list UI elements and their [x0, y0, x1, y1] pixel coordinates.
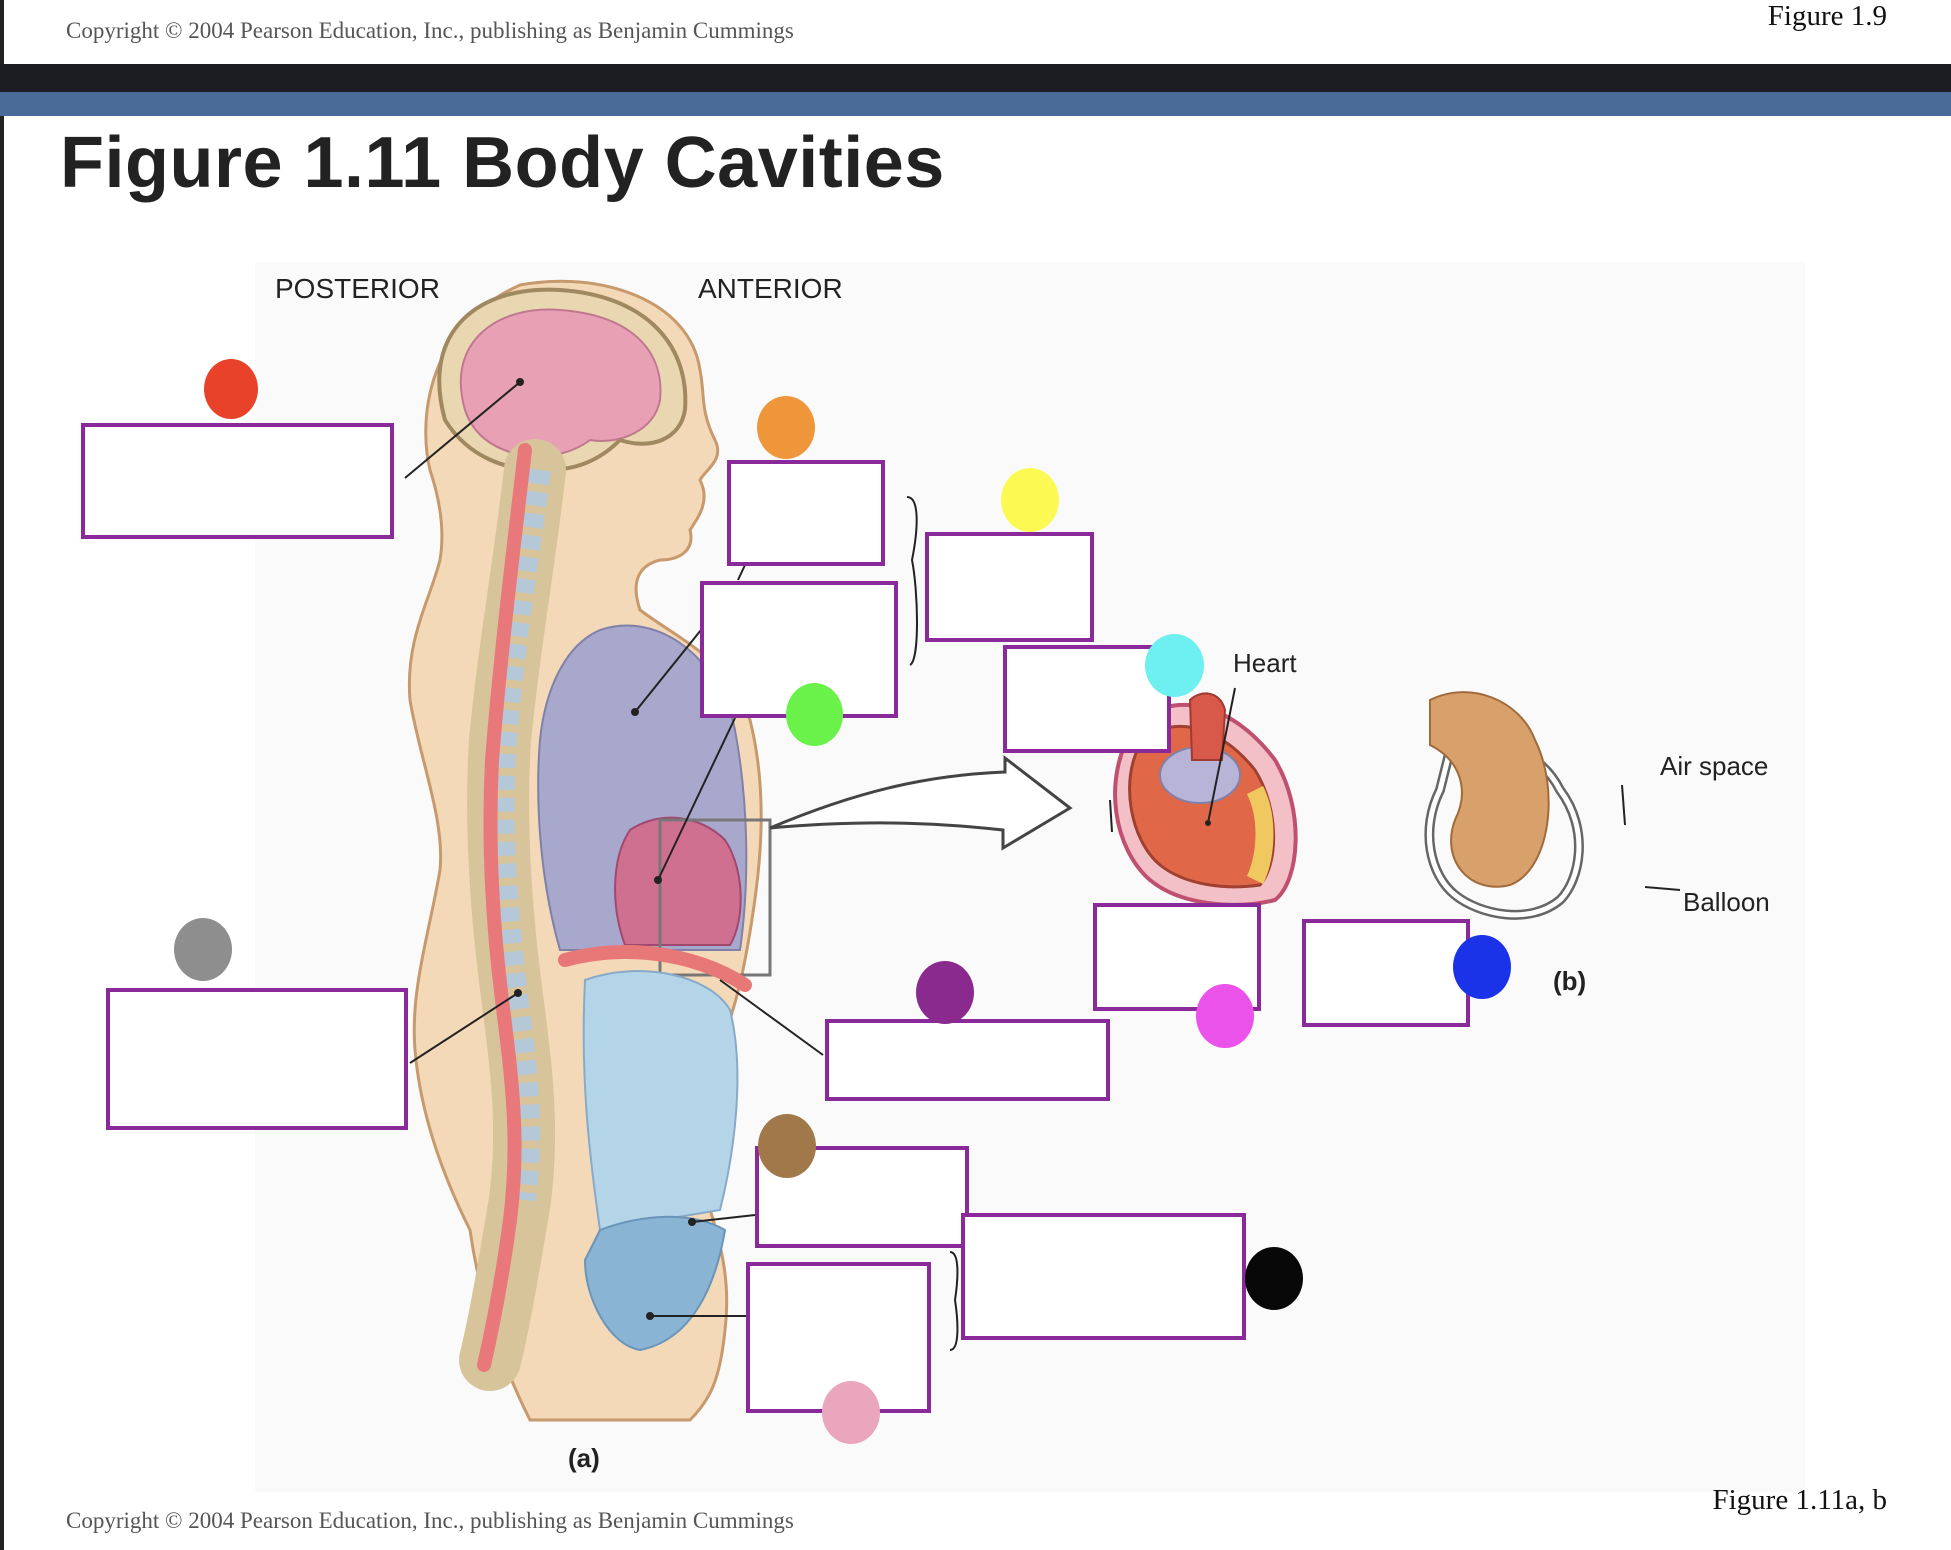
cranial-cavity [459, 308, 662, 458]
copyright-top: Copyright © 2004 Pearson Education, Inc.… [66, 18, 794, 43]
slide-left-border [0, 0, 4, 1550]
pointer-lines [404, 378, 959, 1351]
label-box-upper-face[interactable] [727, 460, 885, 566]
marker-dot-green[interactable] [786, 683, 843, 746]
label-box-thoracic-group[interactable] [925, 532, 1094, 642]
label-box-abdominopelvic[interactable] [961, 1213, 1246, 1340]
marker-dot-purple[interactable] [916, 961, 974, 1024]
marker-dot-magenta[interactable] [1196, 984, 1254, 1048]
anterior-label: ANTERIOR [698, 273, 843, 304]
header-bar-blue [0, 92, 1951, 116]
marker-dot-blue[interactable] [1453, 935, 1511, 999]
figure-ref-bottom: Figure 1.11a, b [1712, 1484, 1887, 1516]
marker-dot-cyan[interactable] [1145, 634, 1204, 697]
marker-dot-red[interactable] [204, 359, 258, 419]
panel-a-label: (a) [568, 1443, 600, 1473]
copyright-bottom: Copyright © 2004 Pearson Education, Inc.… [66, 1508, 794, 1533]
diaphragm [558, 945, 752, 992]
panel-b-label: (b) [1553, 966, 1586, 996]
marker-dot-yellow[interactable] [1001, 468, 1059, 532]
magnify-arrow [769, 754, 1073, 851]
air-space-label: Air space [1660, 751, 1768, 781]
marker-dot-orange[interactable] [757, 396, 815, 459]
label-box-cranial[interactable] [81, 423, 394, 539]
label-box-pericardial-parietal[interactable] [1302, 919, 1470, 1027]
slide-title: Figure 1.11 Body Cavities [60, 123, 945, 203]
heart-label: Heart [1233, 648, 1297, 678]
vertebral-cavity [477, 443, 532, 1372]
abdominal-cavity [582, 970, 739, 1232]
marker-dot-brown[interactable] [758, 1114, 816, 1178]
posterior-label: POSTERIOR [275, 273, 440, 304]
balloon-label: Balloon [1683, 887, 1770, 917]
label-box-mediastinum[interactable] [1003, 645, 1171, 753]
marker-dot-black[interactable] [1245, 1247, 1303, 1310]
marker-dot-gray[interactable] [174, 918, 232, 981]
figure-ref-top: Figure 1.9 [1767, 0, 1887, 32]
label-box-vertebral[interactable] [106, 988, 408, 1130]
fist-balloon-illustration [1424, 691, 1681, 920]
label-box-diaphragm[interactable] [825, 1019, 1110, 1101]
header-bar-dark [0, 64, 1951, 92]
marker-dot-pink[interactable] [822, 1381, 880, 1444]
heart-detail [1109, 687, 1298, 907]
